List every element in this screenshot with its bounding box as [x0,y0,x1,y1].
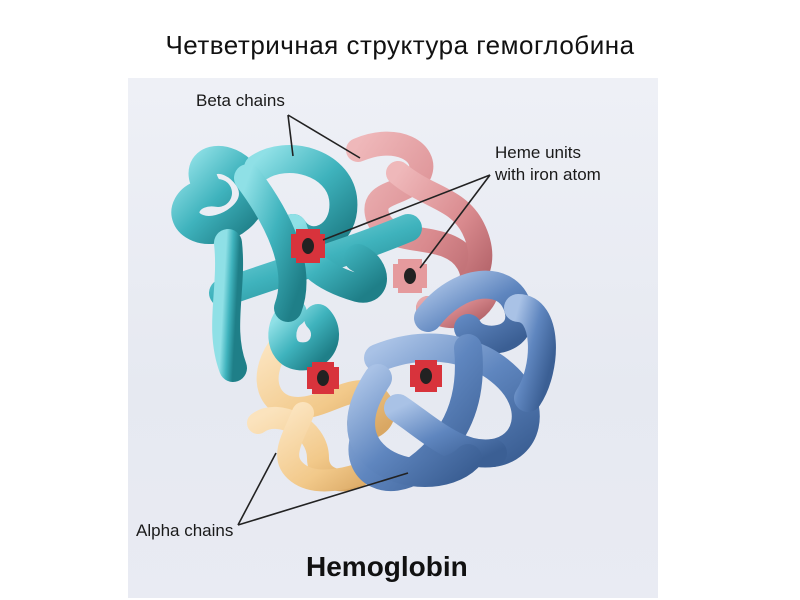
alpha-chain-blue [347,270,556,491]
slide-title: Четветричная структура гемоглобина [165,30,635,60]
beta-chains-label: Beta chains [196,91,285,110]
alpha-chains-label: Alpha chains [136,521,234,540]
hemoglobin-illustration [171,114,556,526]
heme-unit-4 [410,360,442,392]
heme-unit-2 [393,259,427,293]
hemoglobin-figure: Beta chains Heme units with iron atom Al… [128,78,658,598]
leader-lines [237,114,491,526]
heme-unit-1 [291,229,325,263]
heme-unit-3 [307,362,339,394]
heme-units-label: Heme units with iron atom [495,143,601,184]
figure-caption: Hemoglobin [306,551,468,582]
